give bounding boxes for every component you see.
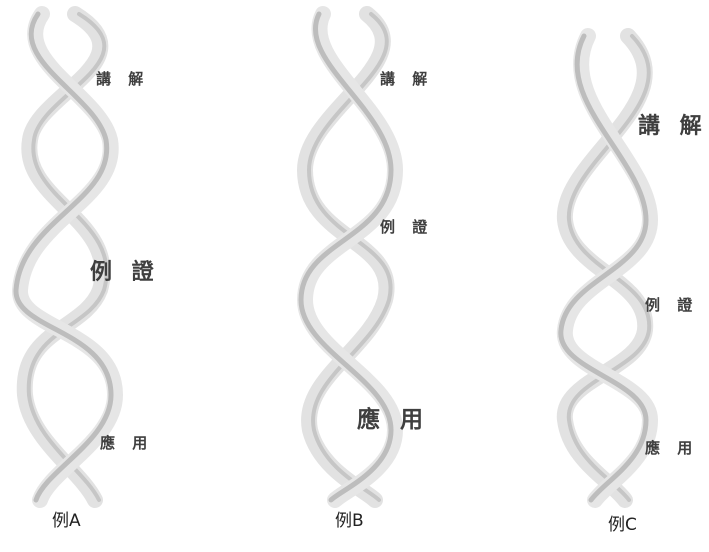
label-lizheng: 例 證 [90,260,160,285]
label-jiangjie: 講 解 [638,114,708,139]
label-jiangjie: 講 解 [96,70,150,88]
label-yingyong: 應 用 [645,439,699,457]
example-c-panel: 講 解 例 證 應 用 例C [540,0,709,552]
example-a-helix [12,6,124,508]
caption-example-b: 例B [335,511,364,531]
label-yingyong: 應 用 [100,434,154,452]
label-yingyong: 應 用 [357,407,430,433]
label-jiangjie: 講 解 [380,70,434,88]
example-c-helix [556,28,659,508]
caption-example-a: 例A [52,511,81,531]
example-a-panel: 講 解 例 證 應 用 例A [0,0,200,552]
caption-example-c: 例C [608,515,637,535]
label-lizheng: 例 證 [380,218,434,236]
example-b-helix [296,6,404,508]
example-b-panel: 講 解 例 證 應 用 例B [285,0,485,552]
label-lizheng: 例 證 [645,296,699,314]
